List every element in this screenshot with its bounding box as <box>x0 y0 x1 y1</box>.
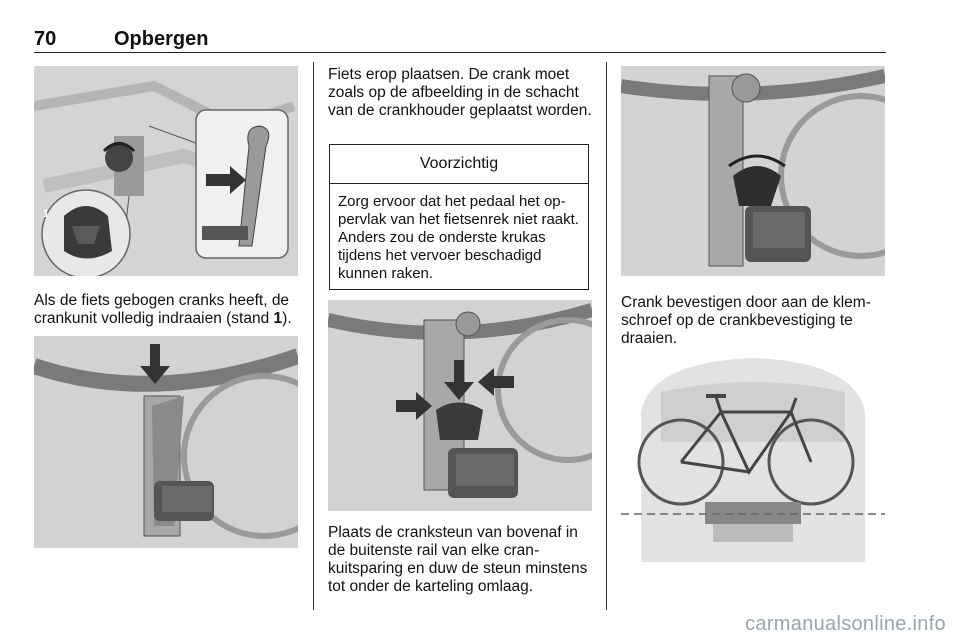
chapter-title: Opbergen <box>114 28 209 50</box>
text-bent-cranks: Als de fiets gebogen cranks heeft, de cr… <box>34 292 290 327</box>
text-position-number: 1 <box>273 310 283 327</box>
figure-crank-unit-knob <box>34 66 298 276</box>
paragraph-fasten-crank: Crank bevestigen door aan de klem­schroe… <box>621 294 871 347</box>
column-divider-1 <box>313 62 314 610</box>
figure-bike-on-carrier <box>621 352 885 567</box>
paragraph-place-support: Plaats de cranksteun van bovenaf in de b… <box>328 524 588 595</box>
site-watermark: carmanualsonline.info <box>745 613 946 635</box>
caution-body: Zorg ervoor dat het pedaal het op­pervla… <box>338 193 579 282</box>
text-bent-cranks-end: ). <box>282 310 292 327</box>
paragraph-place-bike: Fiets erop plaatsen. De crank moet zoals… <box>328 66 592 119</box>
header-rule <box>34 52 886 53</box>
figure-crank-holder-down <box>34 336 298 548</box>
paragraph-bent-cranks: Als de fiets gebogen cranks heeft, de cr… <box>34 292 302 328</box>
page-number: 70 <box>34 28 57 50</box>
figure-clamp-screw <box>621 66 885 276</box>
page-header: 70 Opbergen <box>34 28 886 54</box>
column-divider-2 <box>606 62 607 610</box>
caution-box: Voorzichtig Zorg ervoor dat het pedaal h… <box>329 144 589 290</box>
figure-crank-support-arrows <box>328 300 592 511</box>
figure-callout-1: 1 <box>43 208 50 220</box>
caution-title: Voorzichtig <box>330 145 588 184</box>
